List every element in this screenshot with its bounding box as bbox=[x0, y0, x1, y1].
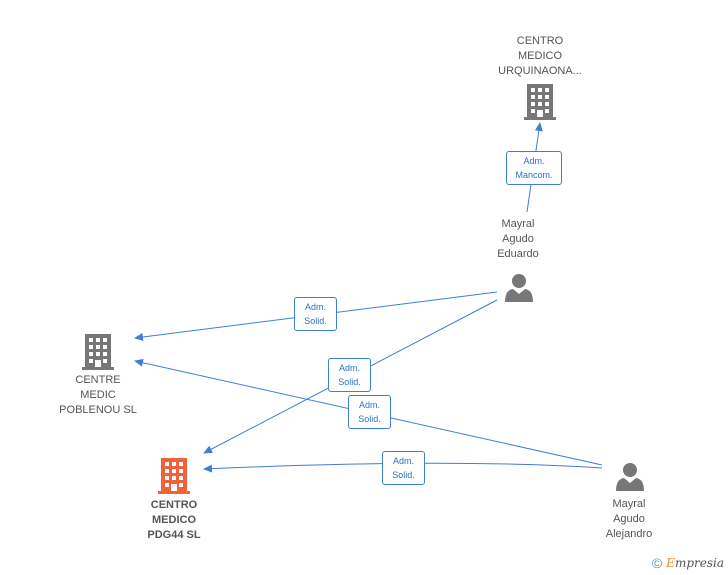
node-mayral-agudo-eduardo[interactable]: Mayral Agudo Eduardo bbox=[478, 217, 558, 303]
building-icon bbox=[524, 84, 556, 120]
node-label: Mayral Agudo Eduardo bbox=[497, 218, 539, 260]
node-label: Mayral Agudo Alejandro bbox=[605, 498, 653, 540]
node-centre-medic-poblenou[interactable]: CENTRE MEDIC POBLENOU SL bbox=[48, 334, 148, 420]
building-icon bbox=[82, 334, 114, 370]
empresia-logo: Empresia bbox=[666, 556, 724, 570]
edge-line-alejandro-pdg44 bbox=[203, 462, 603, 473]
copyright-icon: © bbox=[651, 555, 663, 571]
node-centro-medico-urquinaona[interactable]: CENTRO MEDICO URQUINAONA... bbox=[490, 34, 590, 120]
edge-label-alejandro-pdg44[interactable]: Adm. Solid. bbox=[382, 451, 425, 485]
node-centro-medico-pdg44[interactable]: CENTRO MEDICO PDG44 SL bbox=[124, 458, 224, 544]
edge-label-eduardo-pdg44[interactable]: Adm. Solid. bbox=[328, 358, 371, 392]
edge-label-eduardo-poblenou[interactable]: Adm. Solid. bbox=[294, 297, 337, 331]
node-label: CENTRO MEDICO URQUINAONA... bbox=[498, 35, 582, 77]
building-icon bbox=[158, 458, 190, 494]
edge-label-eduardo-urquinaona[interactable]: Adm. Mancom. bbox=[506, 151, 562, 185]
node-mayral-agudo-alejandro[interactable]: Mayral Agudo Alejandro bbox=[589, 462, 669, 548]
node-label: CENTRO MEDICO PDG44 SL bbox=[147, 499, 201, 541]
edge-label-alejandro-poblenou[interactable]: Adm. Solid. bbox=[348, 395, 391, 429]
footer-brand: © Empresia bbox=[652, 555, 724, 571]
person-icon bbox=[616, 463, 644, 491]
node-label: CENTRE MEDIC POBLENOU SL bbox=[59, 374, 137, 416]
person-icon bbox=[505, 274, 533, 302]
